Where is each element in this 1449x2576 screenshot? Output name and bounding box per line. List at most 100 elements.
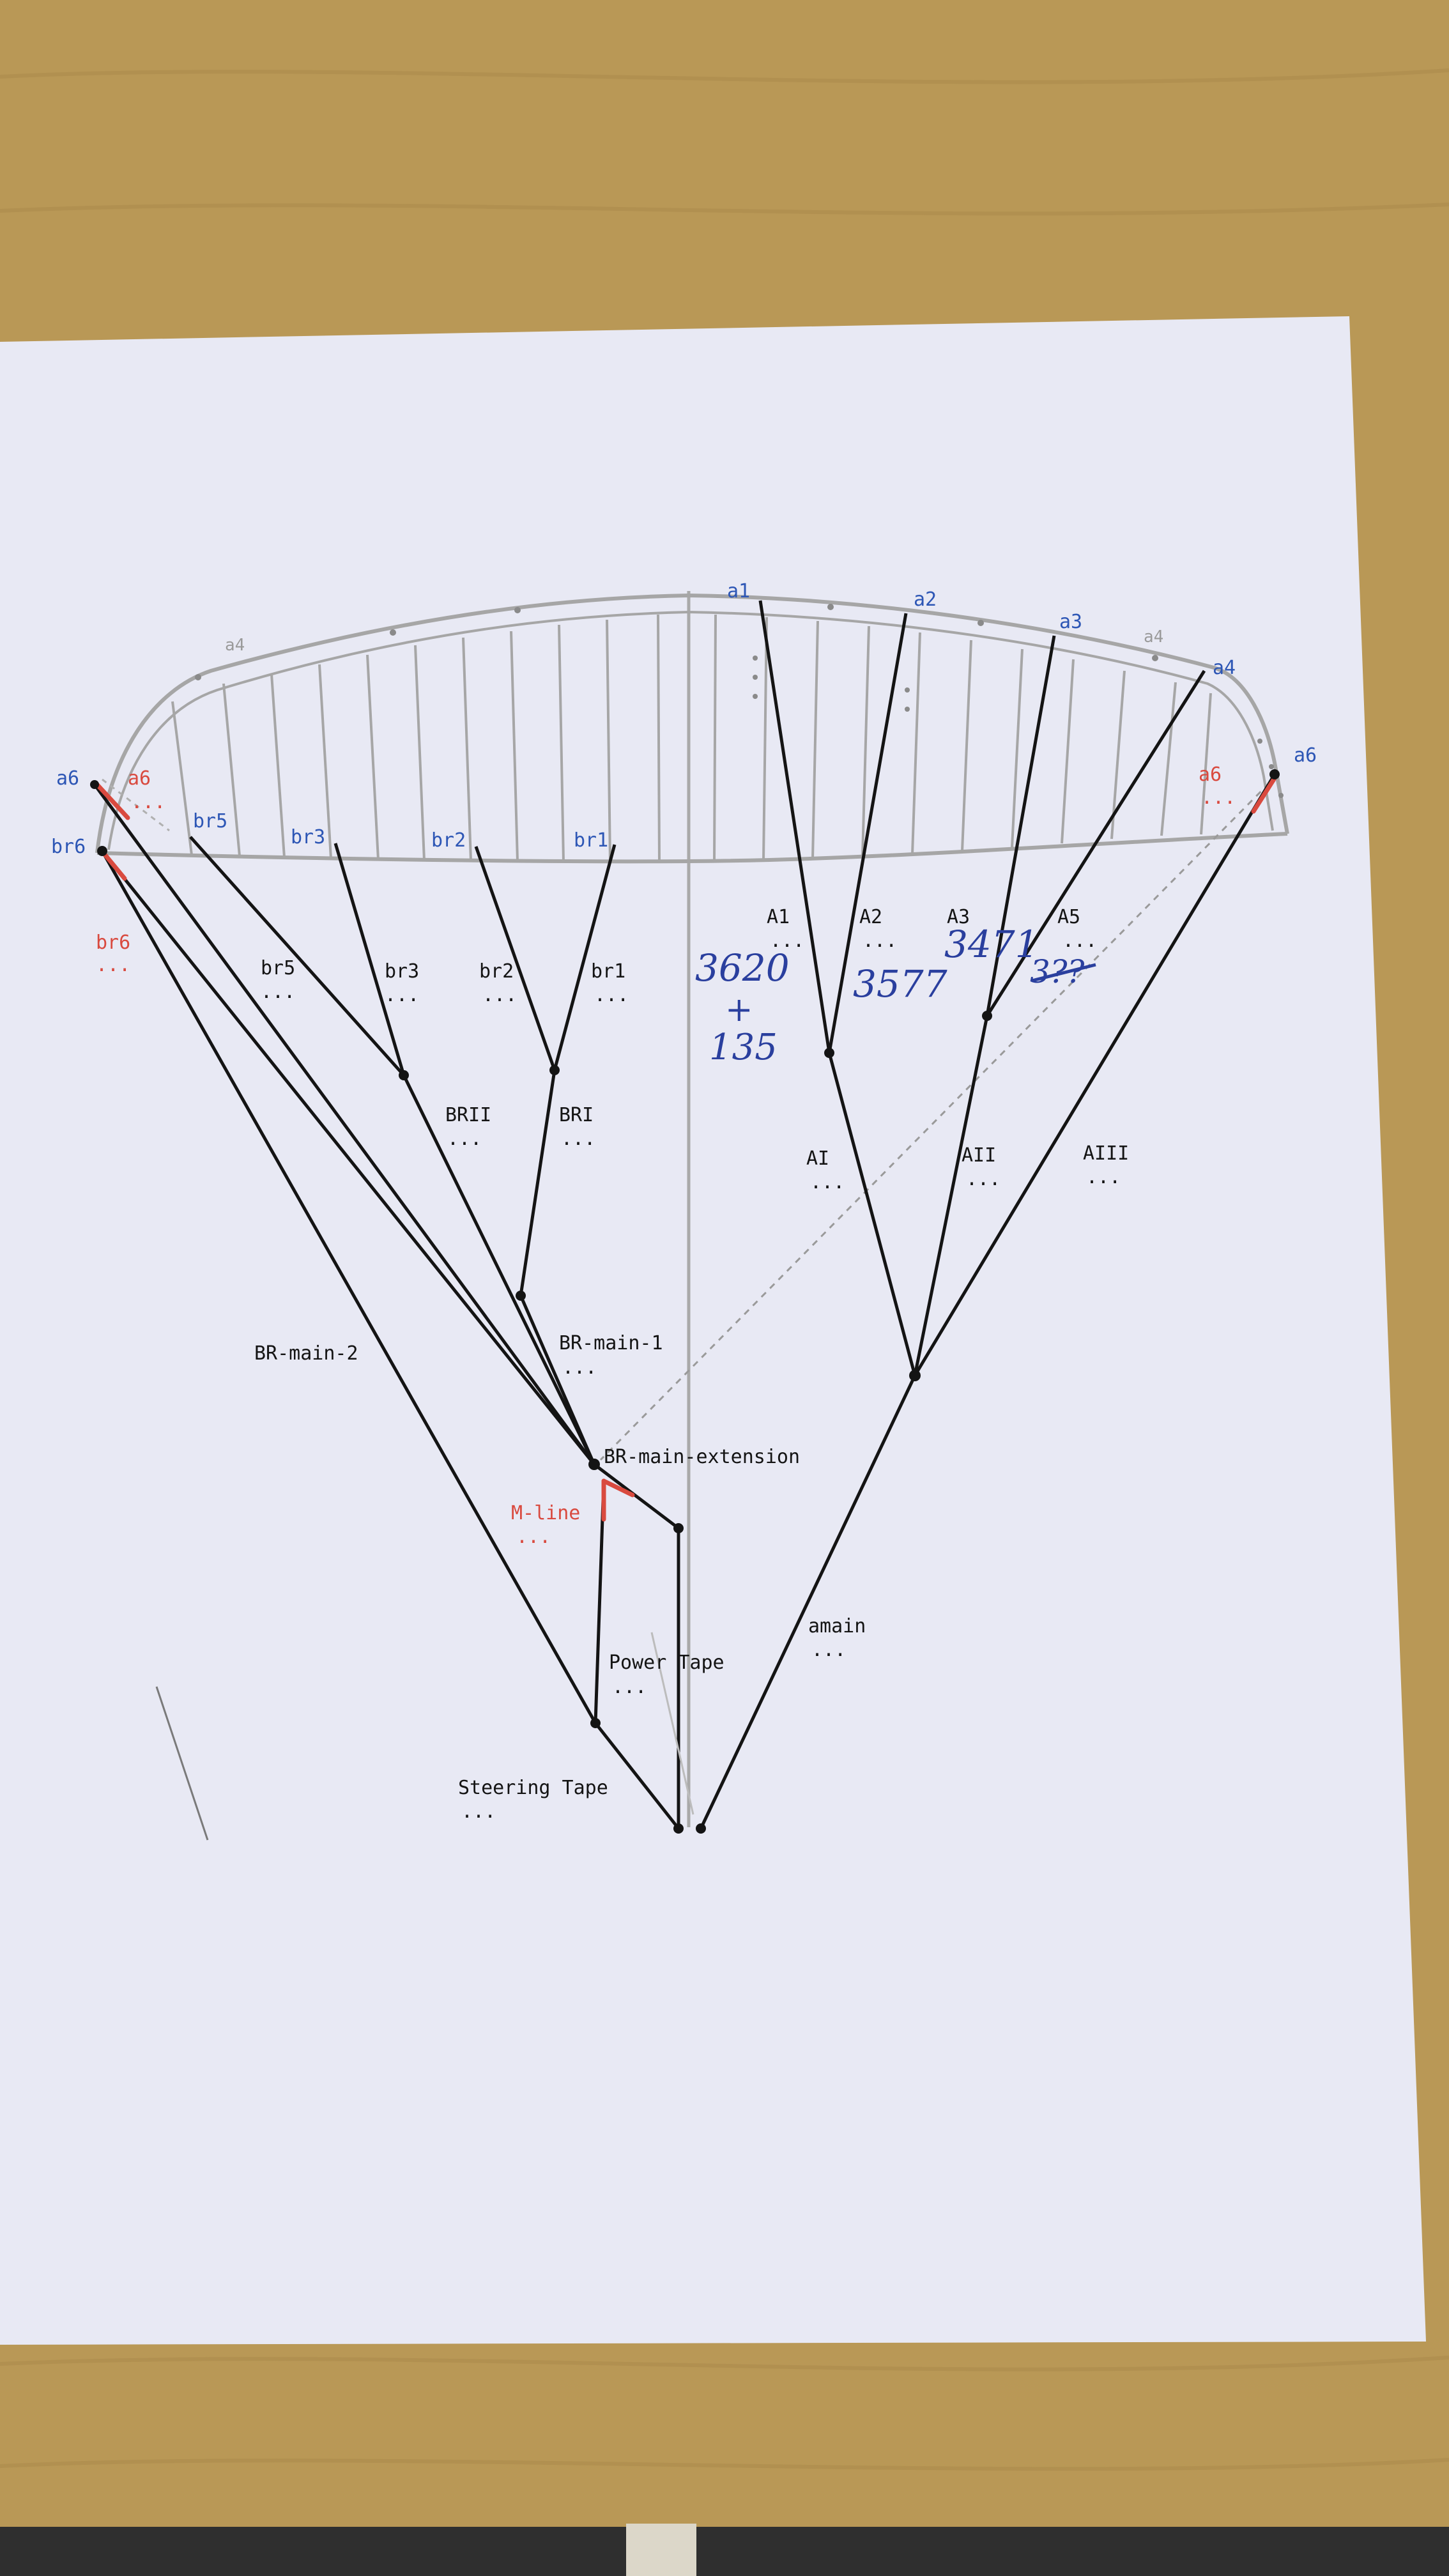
handwritten-A1-extra: 135 (709, 1027, 778, 1068)
label-amain-dots: ... (811, 1639, 846, 1661)
label-M-line: M-line (511, 1502, 580, 1524)
label-br3-line-dots: ... (385, 984, 419, 1006)
anchor-br6[interactable] (97, 846, 107, 856)
label-BR-main-1: BR-main-1 (559, 1332, 663, 1354)
handwritten-plus: + (725, 991, 753, 1029)
anchor-a6-left[interactable] (90, 780, 99, 789)
dashed-tip-line (102, 778, 170, 832)
line-br3[interactable] (334, 843, 406, 1076)
line-AII[interactable] (913, 1015, 989, 1376)
label-br2-line: br2 (479, 960, 514, 983)
label-br1-anchor: br1 (574, 829, 608, 852)
label-br5-line: br5 (261, 957, 295, 979)
label-A1-line-dots: ... (770, 930, 804, 952)
label-br1-line-dots: ... (594, 984, 629, 1006)
line-BR-main-extension[interactable] (593, 1463, 680, 1529)
junction-BR-main-1[interactable] (516, 1291, 526, 1301)
paper-sheet (0, 316, 1426, 2345)
line-steering-tape-lower[interactable] (594, 1722, 680, 1830)
label-a6-right: a6 (1294, 744, 1317, 767)
handle-left[interactable] (673, 1823, 684, 1834)
line-A3[interactable] (985, 635, 1056, 1016)
handwritten-strikeout (1031, 963, 1096, 983)
line-AIII[interactable] (913, 773, 1276, 1377)
label-steering-tape-dots: ... (461, 1800, 496, 1823)
red-arrow-a6-left (95, 782, 130, 820)
label-BR-main-1-dots: ... (562, 1356, 597, 1379)
label-a3: a3 (1059, 611, 1082, 633)
label-br3-line: br3 (385, 960, 419, 983)
label-A3-line: A3 (947, 906, 970, 928)
label-a4-ghost-left: a4 (225, 636, 245, 655)
line-br1[interactable] (553, 844, 617, 1071)
junction-AII[interactable] (982, 1011, 992, 1021)
label-a6-red-right-dots: ... (1201, 786, 1236, 809)
handwritten-A5-value: 3?? (1030, 953, 1085, 990)
label-a4: a4 (1213, 657, 1236, 679)
line-BR-main-1[interactable] (519, 1295, 596, 1465)
label-a6-red-left: a6 (128, 767, 151, 790)
label-AIII-dots: ... (1086, 1166, 1121, 1188)
handwritten-A3-value: 3471 (944, 923, 1039, 966)
label-BRI: BRI (559, 1104, 594, 1126)
label-power-tape-dots: ... (612, 1676, 647, 1698)
label-a6-red-left-dots: ... (131, 791, 165, 813)
label-br6-line: br6 (96, 931, 130, 954)
junction-steering[interactable] (673, 1523, 684, 1533)
label-br5-anchor: br5 (193, 810, 227, 832)
label-AI-dots: ... (810, 1171, 845, 1193)
line-A2[interactable] (827, 613, 908, 1054)
line-A5[interactable] (985, 670, 1206, 1017)
label-br6-line-dots: ... (96, 954, 130, 976)
label-AI: AI (806, 1147, 829, 1170)
pencil-mark (155, 1686, 209, 1841)
dashed-reference-line (599, 773, 1279, 1461)
line-power-tape[interactable] (594, 1480, 606, 1724)
label-A2-line: A2 (859, 906, 882, 928)
label-a4-ghost-right: a4 (1144, 627, 1163, 647)
label-A5-line: A5 (1057, 906, 1080, 928)
label-BR-main-2: BR-main-2 (254, 1342, 358, 1365)
junction-AI[interactable] (824, 1048, 834, 1058)
canopy-attachment-dots (195, 604, 1284, 798)
canopy-outline (95, 593, 1289, 864)
label-steering-tape: Steering Tape (458, 1777, 608, 1799)
label-br2-anchor: br2 (431, 829, 466, 852)
junction-power-tape[interactable] (590, 1718, 601, 1728)
line-br2[interactable] (474, 846, 556, 1071)
label-a2: a2 (914, 588, 937, 611)
red-M-line-connector (601, 1478, 635, 1498)
label-br2-line-dots: ... (482, 984, 517, 1006)
label-AIII: AIII (1083, 1142, 1129, 1165)
label-a6-red-right: a6 (1199, 763, 1222, 786)
label-A1-line: A1 (767, 906, 790, 928)
line-A1[interactable] (758, 600, 831, 1054)
handwritten-A1-value: 3620 (695, 946, 790, 990)
junction-BRI[interactable] (549, 1065, 560, 1075)
line-br6[interactable] (101, 850, 595, 1466)
line-a6-left[interactable] (93, 783, 596, 1466)
junction-BR-main-extension[interactable] (588, 1459, 600, 1470)
label-AII: AII (962, 1144, 996, 1167)
junction-amain[interactable] (909, 1370, 921, 1381)
line-amain[interactable] (699, 1374, 917, 1830)
label-amain: amain (808, 1615, 866, 1637)
line-BRII[interactable] (402, 1074, 596, 1466)
label-A5-line-dots: ... (1062, 930, 1097, 952)
red-arrow-br6 (101, 850, 127, 881)
label-br3-anchor: br3 (291, 826, 325, 848)
junction-BRII[interactable] (399, 1070, 409, 1080)
line-br5[interactable] (189, 836, 405, 1077)
label-a1: a1 (727, 580, 750, 602)
line-BRI[interactable] (519, 1070, 556, 1296)
line-BR-main-2[interactable] (100, 850, 597, 1724)
label-br6-anchor: br6 (51, 836, 86, 858)
handwritten-A2-value: 3577 (853, 962, 947, 1006)
label-A2-line-dots: ... (862, 930, 897, 952)
handle-right[interactable] (696, 1823, 706, 1834)
label-br1-line: br1 (591, 960, 625, 983)
anchor-a6-right[interactable] (1269, 769, 1280, 779)
label-br5-line-dots: ... (261, 981, 295, 1003)
line-AI[interactable] (827, 1052, 917, 1376)
